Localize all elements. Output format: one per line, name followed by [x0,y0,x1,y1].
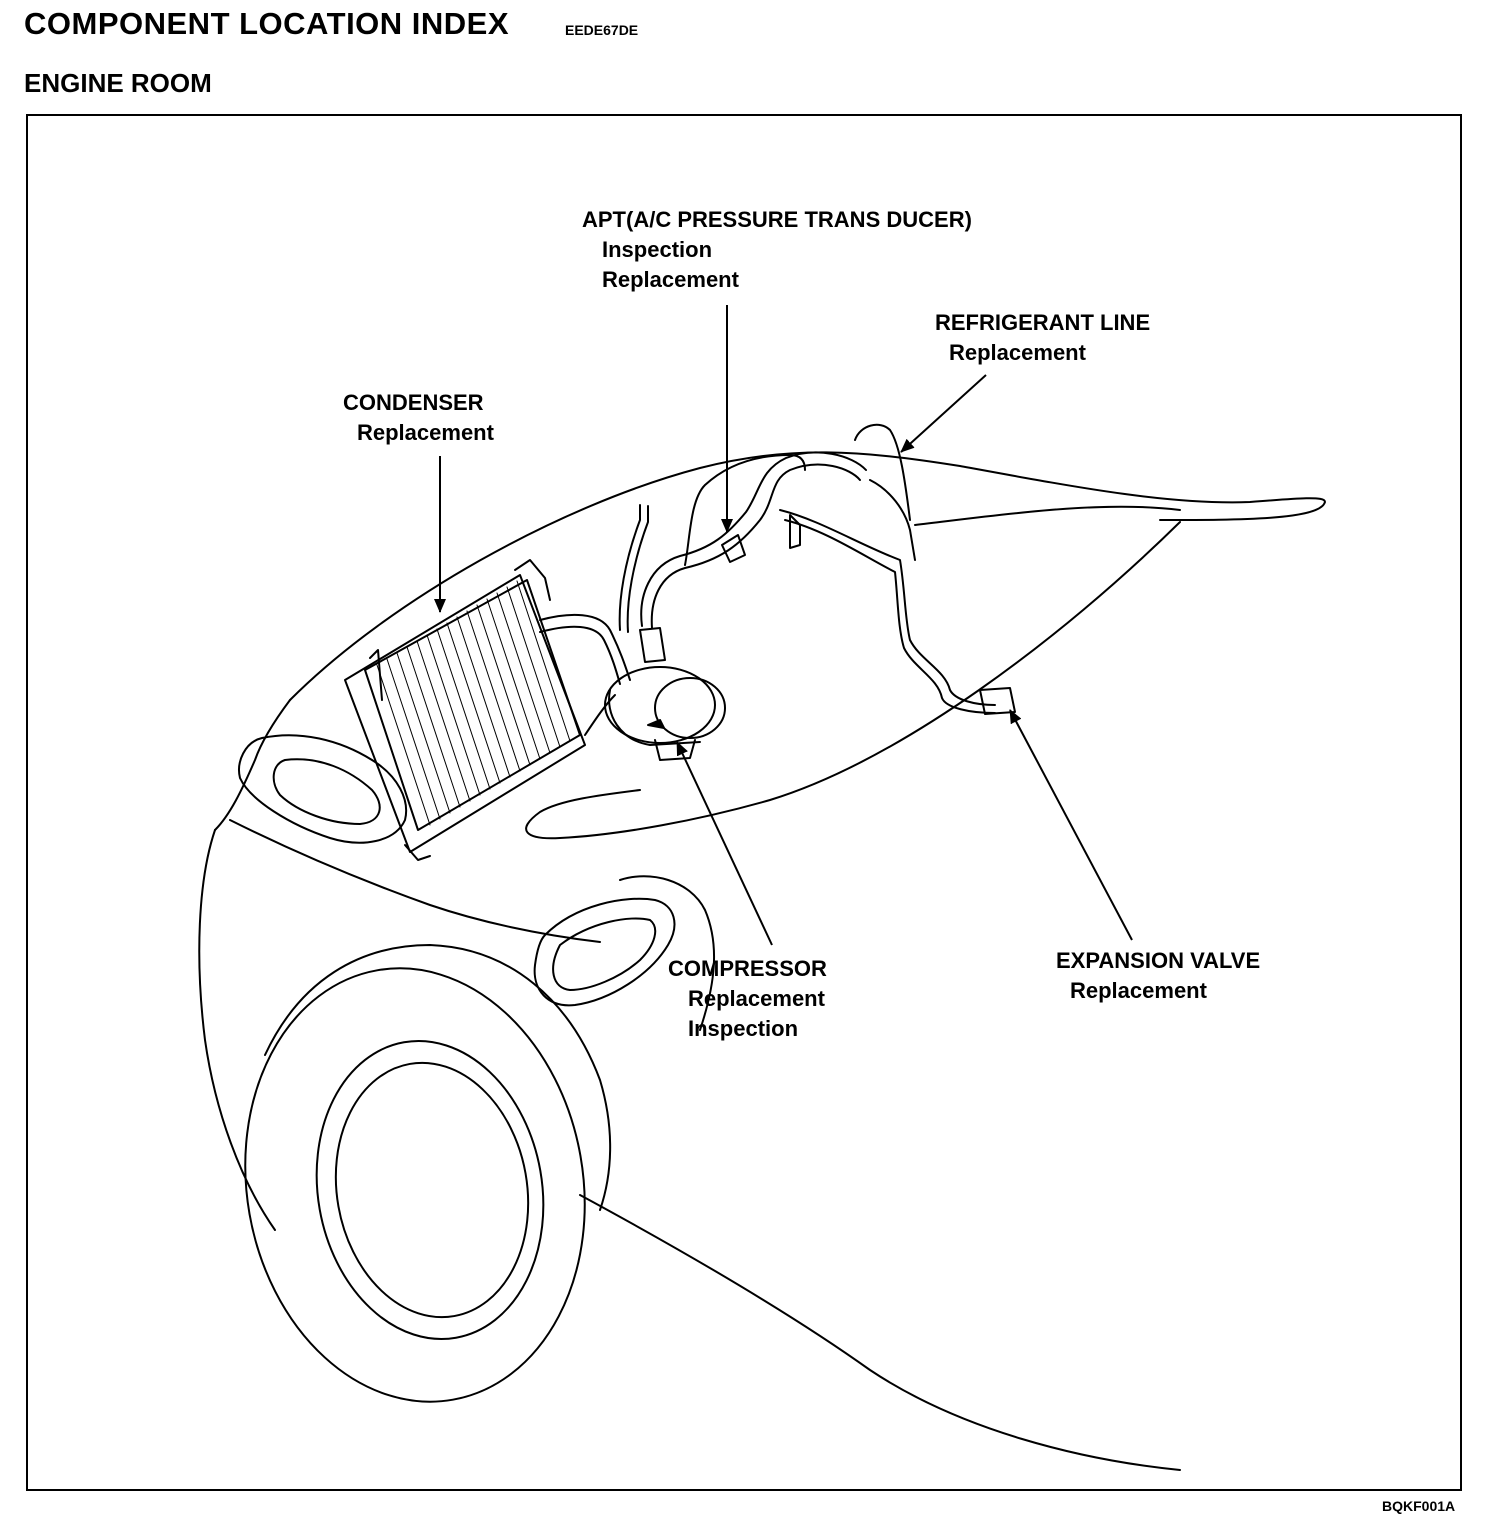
page-title: COMPONENT LOCATION INDEX [24,6,510,41]
expansion-replacement: Replacement [1070,978,1207,1003]
diagram-frame [26,114,1462,1491]
compressor [604,627,726,761]
apt-replacement: Replacement [602,267,739,292]
suction-line [650,463,861,629]
callout-refrigerant-line: REFRIGERANT LINE Replacement [935,308,1150,368]
figure-id: BQKF001A [1382,1498,1456,1514]
cowl-line [914,505,1181,526]
discharge-line [539,613,631,681]
callout-apt: APT(A/C PRESSURE TRANS DUCER) Inspection… [582,205,972,295]
hood-front-edge [214,699,291,831]
compressor-inspection: Inspection [688,1016,799,1041]
callout-compressor: COMPRESSOR Replacement Inspection [668,954,827,1044]
refrigerant-replacement: Replacement [949,340,1086,365]
compressor-name: COMPRESSOR [668,956,827,981]
fender-line [525,521,1181,840]
apt-sensor [721,534,746,563]
expansion-valve-body [979,687,1016,715]
expansion-name: EXPANSION VALVE [1056,948,1261,973]
apt-name: APT(A/C PRESSURE TRANS DUCER) [582,207,972,232]
compressor-leader [676,741,773,946]
lower-body-line [579,1194,1181,1471]
callout-condenser: CONDENSER Replacement [343,388,494,448]
side-mirror [533,897,676,1007]
expansion-leader [1009,709,1133,941]
apt-inspection: Inspection [602,237,713,262]
body-side-line [619,875,716,1031]
condenser-fins [376,580,571,826]
wheel-arch [264,944,612,1211]
bumper-line [198,829,276,1231]
headlight-inner [272,758,381,825]
refrigerant-leader [900,374,987,453]
condenser [344,559,586,861]
condenser-name: CONDENSER [343,390,484,415]
document-code: EEDE67DE [565,22,639,38]
headlight-outline [238,734,408,844]
condenser-replacement: Replacement [357,420,494,445]
grille-edge [229,819,601,943]
refrigerant-name: REFRIGERANT LINE [935,310,1151,335]
callout-expansion-valve: EXPANSION VALVE Replacement [1056,946,1260,1006]
section-title: ENGINE ROOM [24,68,212,98]
front-tire [244,967,586,1403]
liquid-line [779,509,996,706]
hood-outline [289,451,1326,701]
compressor-replacement: Replacement [688,986,825,1011]
